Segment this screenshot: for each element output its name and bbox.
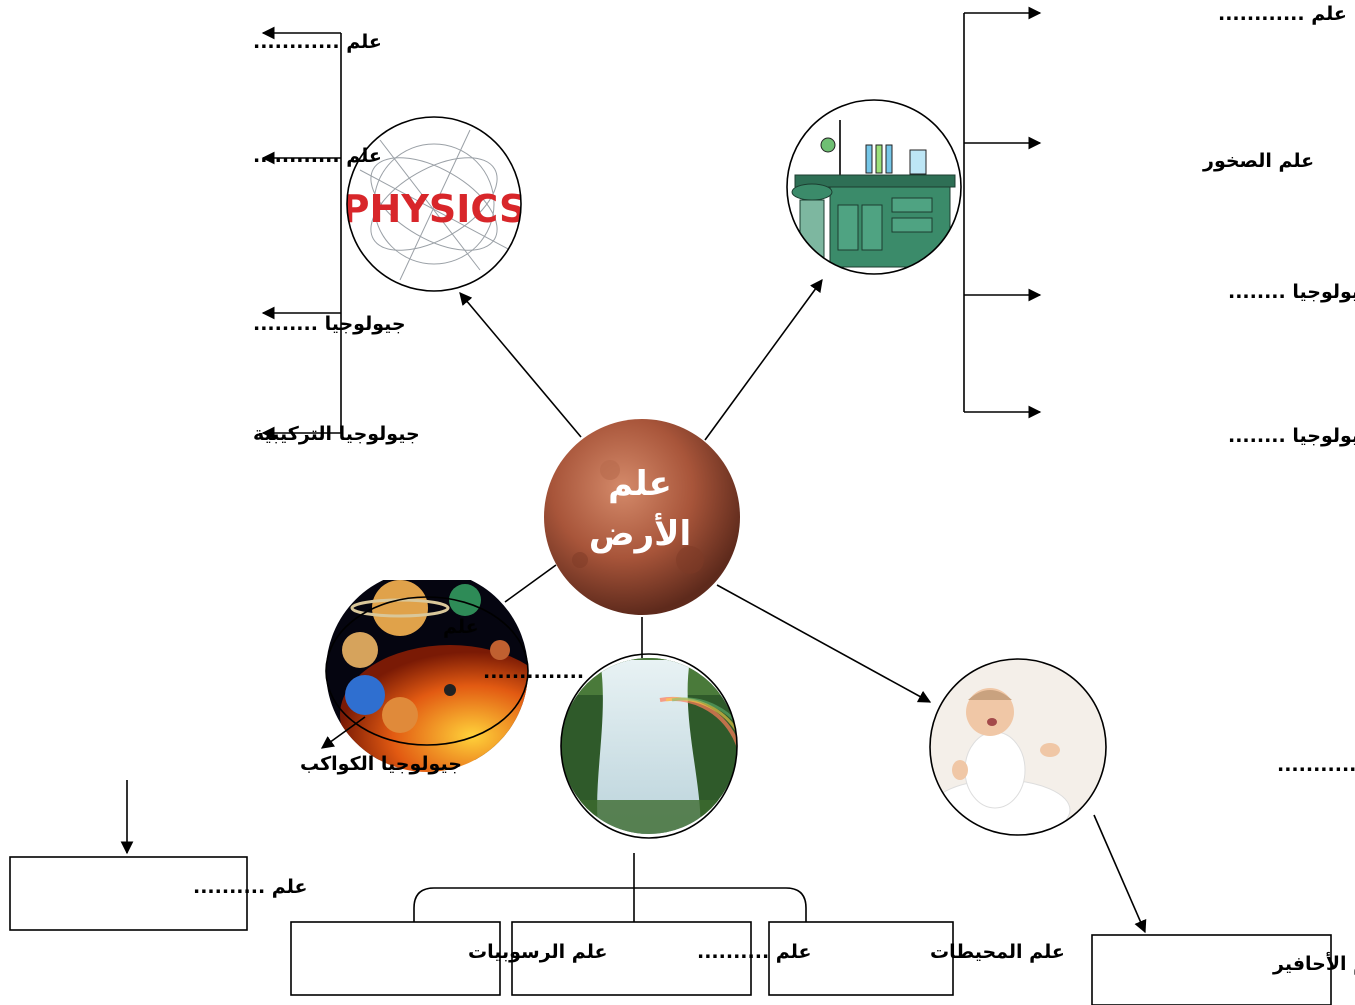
arrow-to-physics	[459, 292, 582, 438]
waterfall-image	[561, 658, 737, 834]
space-branch-label: جيولوجيا الكواكب	[300, 753, 462, 775]
lab-branch-label-2: علم الصخور	[1202, 150, 1314, 172]
space-overlay-label-1: علم	[443, 616, 479, 638]
water-box-label-oceans: علم المحيطات	[930, 941, 1065, 963]
baby-box	[1091, 934, 1332, 1005]
arrow-to-baby	[716, 584, 932, 703]
baby-circle-frame	[929, 658, 1107, 836]
physics-circle-frame	[346, 116, 522, 292]
physics-text: PHYSICS	[342, 187, 527, 231]
center-label-line2: الأرض	[589, 512, 691, 554]
center-label-line1: علم	[608, 464, 672, 504]
space-circle-frame	[325, 596, 529, 746]
arrow-baby-to-box	[1093, 814, 1147, 934]
physics-branch-label-1: علم ............	[253, 31, 382, 53]
arrow-to-lab	[704, 278, 823, 441]
lab-circle-frame	[786, 99, 962, 275]
solar-system-image	[326, 580, 528, 772]
lab-branch-label-4: جيولوجيا ........	[1228, 425, 1355, 447]
space-box-label: علم ..........	[193, 876, 307, 898]
space-overlay-label-2: ..............	[483, 661, 584, 683]
baby-branch-label: علم ............	[1277, 754, 1355, 776]
physics-branch-label-2: علم ............	[253, 145, 382, 167]
baby-image	[930, 659, 1106, 835]
lab-branch-label-3: جيولوجيا ........	[1228, 281, 1355, 303]
water-box-oceans	[768, 921, 954, 996]
physics-branch-label-3: جيولوجيا .........	[253, 313, 406, 335]
water-box-label-sediments: علم الرسوبيات	[468, 941, 607, 963]
water-circle-frame	[560, 653, 738, 839]
space-box	[9, 856, 248, 931]
physics-image: PHYSICS rewind	[342, 117, 527, 291]
water-box-sediments	[290, 921, 501, 996]
earth-center-node: علم الأرض	[544, 419, 740, 615]
water-box-blank	[511, 921, 752, 996]
physics-branch-label-4: جيولوجيا التركيبية	[253, 423, 420, 445]
arrow-space-to-planetary	[320, 716, 366, 749]
line-to-space	[504, 564, 557, 603]
baby-box-label: علم الأحافير	[1272, 952, 1355, 975]
water-box-label-blank: علم ..........	[697, 941, 811, 963]
water-bracket-arc	[413, 887, 807, 922]
lab-branch-label-1: علم ............	[1218, 3, 1347, 25]
